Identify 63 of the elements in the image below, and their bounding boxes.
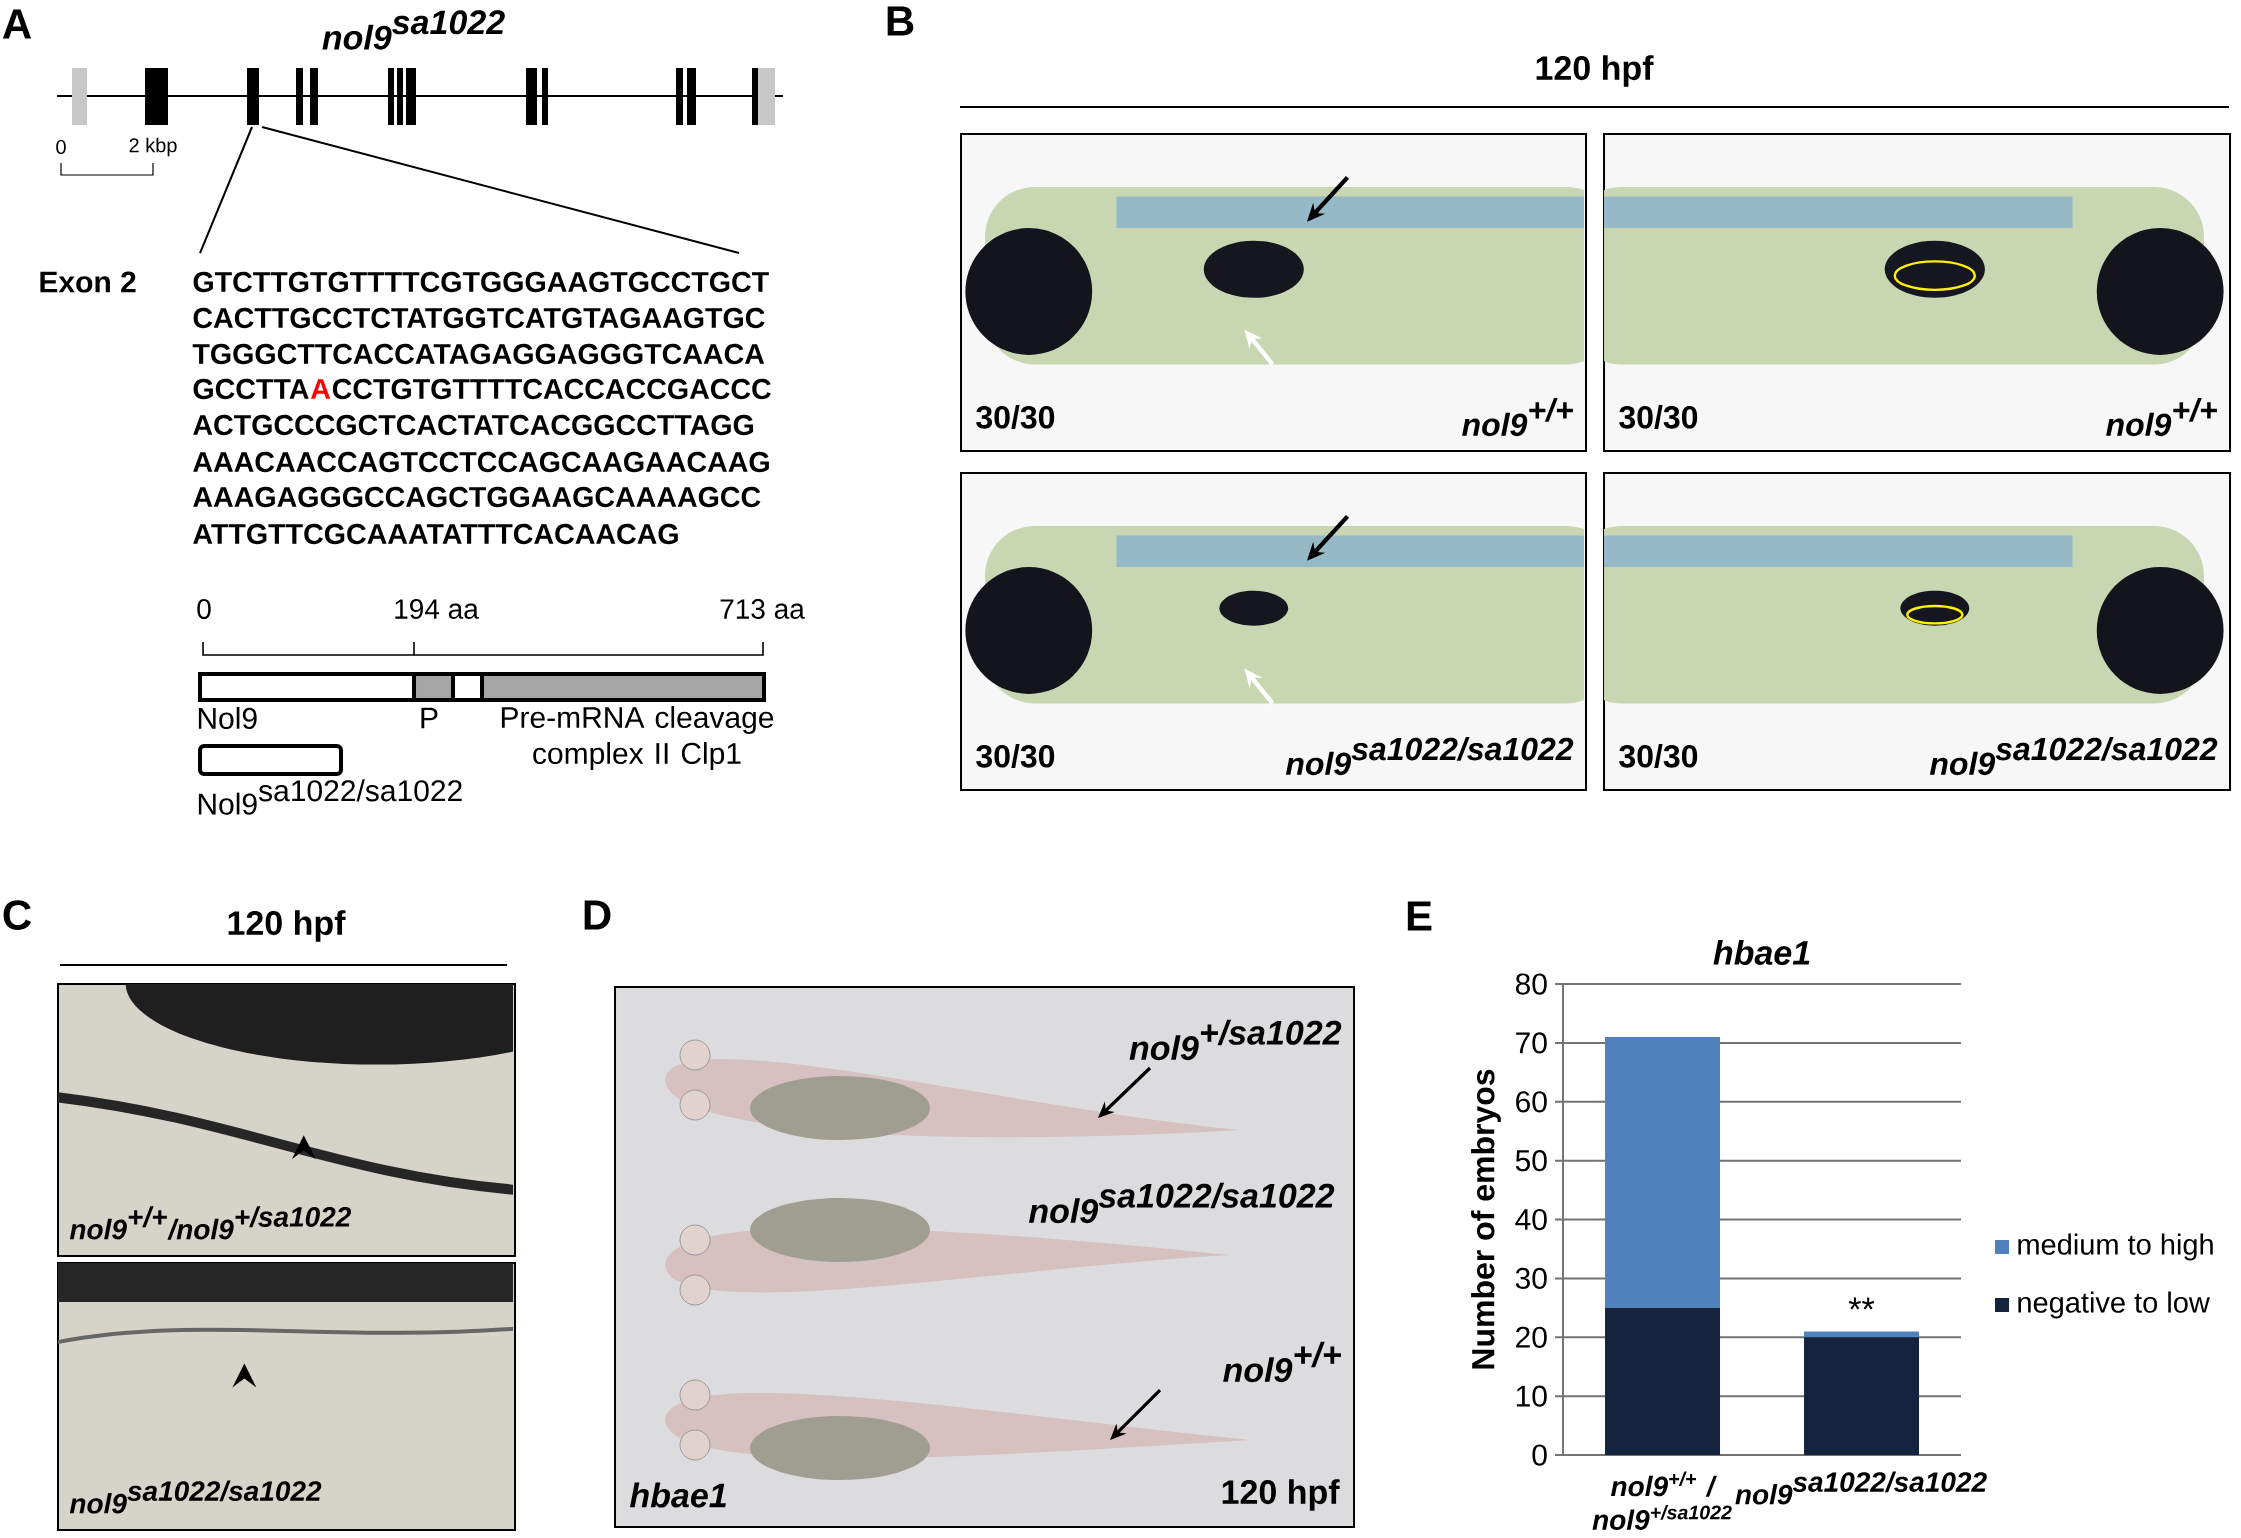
sequence-line: ATTGTTCGCAAATATTTCACAACAG [193,523,678,545]
sequence-line: TGGGCTTCACCATAGAGGAGGGTCAACA [192,343,765,365]
category-label: nol9$^{+/+}$ / nol9$^{+/sa1022}$ [1592,1471,1732,1530]
tick-label: 70 [1516,1032,1547,1054]
position-label: 0 [197,599,211,619]
genotype-label: $\textit{nol9}^{\textit{+/+}}\textit{/nol9}^{\textit{+/sa1022}}$ [69,1206,352,1240]
count-label: 30/30 [976,744,1055,768]
legend-label: medium to high [2018,1233,2213,1261]
position-label: 194 aa [395,599,479,619]
sequence-line: CACTTGCCTCTATGGTCATGTAGAAGTGC [193,307,765,329]
sequence-line: GTCTTGTGTTTTCGTGGGAAGTGCCTGCT [193,271,769,293]
genotype-label: $\textit{nol9}^{\textit{sa1022/sa1022}}$ [1028,1182,1335,1224]
sequence-line: AAACAACCAGTCCTCCAGCAAGAACAAG [193,451,769,473]
category-label: $\textit{nol9}^{\textit{sa1022/sa1022}}$ [1735,1471,1987,1505]
bar [1804,1331,1920,1338]
genotype-label: $\textit{nol9}^{\textit{sa1022/sa1022}}$ [69,1480,322,1514]
position-label: 713 aa [720,599,805,619]
protein-label: $\textup{Nol9}^{\textup{sa1022/sa1022}}$ [198,779,462,815]
scale-label: 0 [56,139,66,155]
chart-title: hbae1 [1713,940,1810,965]
panel-letter: A [2,9,32,39]
genotype-label: $\textit{nol9}^{\textit{+/sa1022}}$ [1129,1019,1342,1061]
sequence-line: AAAGAGGGCCAGCTGGAAGCAAAAGCC [193,486,761,508]
count-label: 30/30 [976,405,1055,429]
axis-title: Number of embryos [1471,1069,1501,1369]
mutation-base: A [310,379,331,399]
tick-label: 40 [1515,1208,1547,1231]
stage-label: 120 hpf [1222,1479,1340,1511]
panel-letter: B [887,6,914,36]
stage-label: 120 hpf [228,910,346,942]
domain-label: P [421,707,438,729]
tick-label: 60 [1516,1091,1547,1113]
tick-label: 50 [1515,1150,1547,1172]
panel-letter: D [584,900,611,930]
bar [1605,1037,1721,1308]
genotype-label: $\textit{nol9}^{\textit{+/+}}$ [2106,397,2217,437]
genotype-label: $\textit{nol9}^{\textit{+/+}}$ [1223,1341,1341,1383]
sequence-line: CCTGTGTTTTCACCACCGACCC [332,378,771,400]
tick-label: 80 [1515,973,1547,995]
probe-label: hbae1 [630,1482,726,1508]
count-label: 30/30 [1619,405,1698,429]
exon-label: Exon 2 [40,271,136,293]
legend-label: negative to low [2018,1291,2210,1319]
domain-label: Nol9 [198,707,257,729]
tick-label: 20 [1516,1326,1547,1348]
tick-label: 0 [1532,1444,1547,1466]
genotype-label: $\textit{nol9}^{\textit{sa1022/sa1022}}$ [1929,736,2218,776]
panel-letter: C [3,900,31,930]
panel-letter: E [1407,901,1432,931]
bar [1605,1307,1721,1456]
tick-label: 30 [1515,1267,1547,1289]
count-label: 30/30 [1619,744,1698,768]
genotype-label: $\textit{nol9}^{\textit{+/+}}$ [1462,397,1573,437]
bar [1804,1337,1920,1456]
sequence-line: ACTGCCCGCTCACTATCACGGCCTTAGG [193,414,754,436]
significance-mark: ** [1848,1297,1875,1310]
stage-label: 120 hpf [1536,55,1654,87]
domain-label: Pre-mRNA cleavage complex II Clp1 [501,706,774,770]
gene-name: $\textit{nol9}^{\textit{sa1022}}$ [322,10,505,50]
tick-label: 10 [1516,1385,1547,1407]
sequence-line: GCCTTA [193,378,309,400]
scale-label: 2 kbp [129,137,177,157]
genotype-label: $\textit{nol9}^{\textit{sa1022/sa1022}}$ [1285,736,1574,776]
